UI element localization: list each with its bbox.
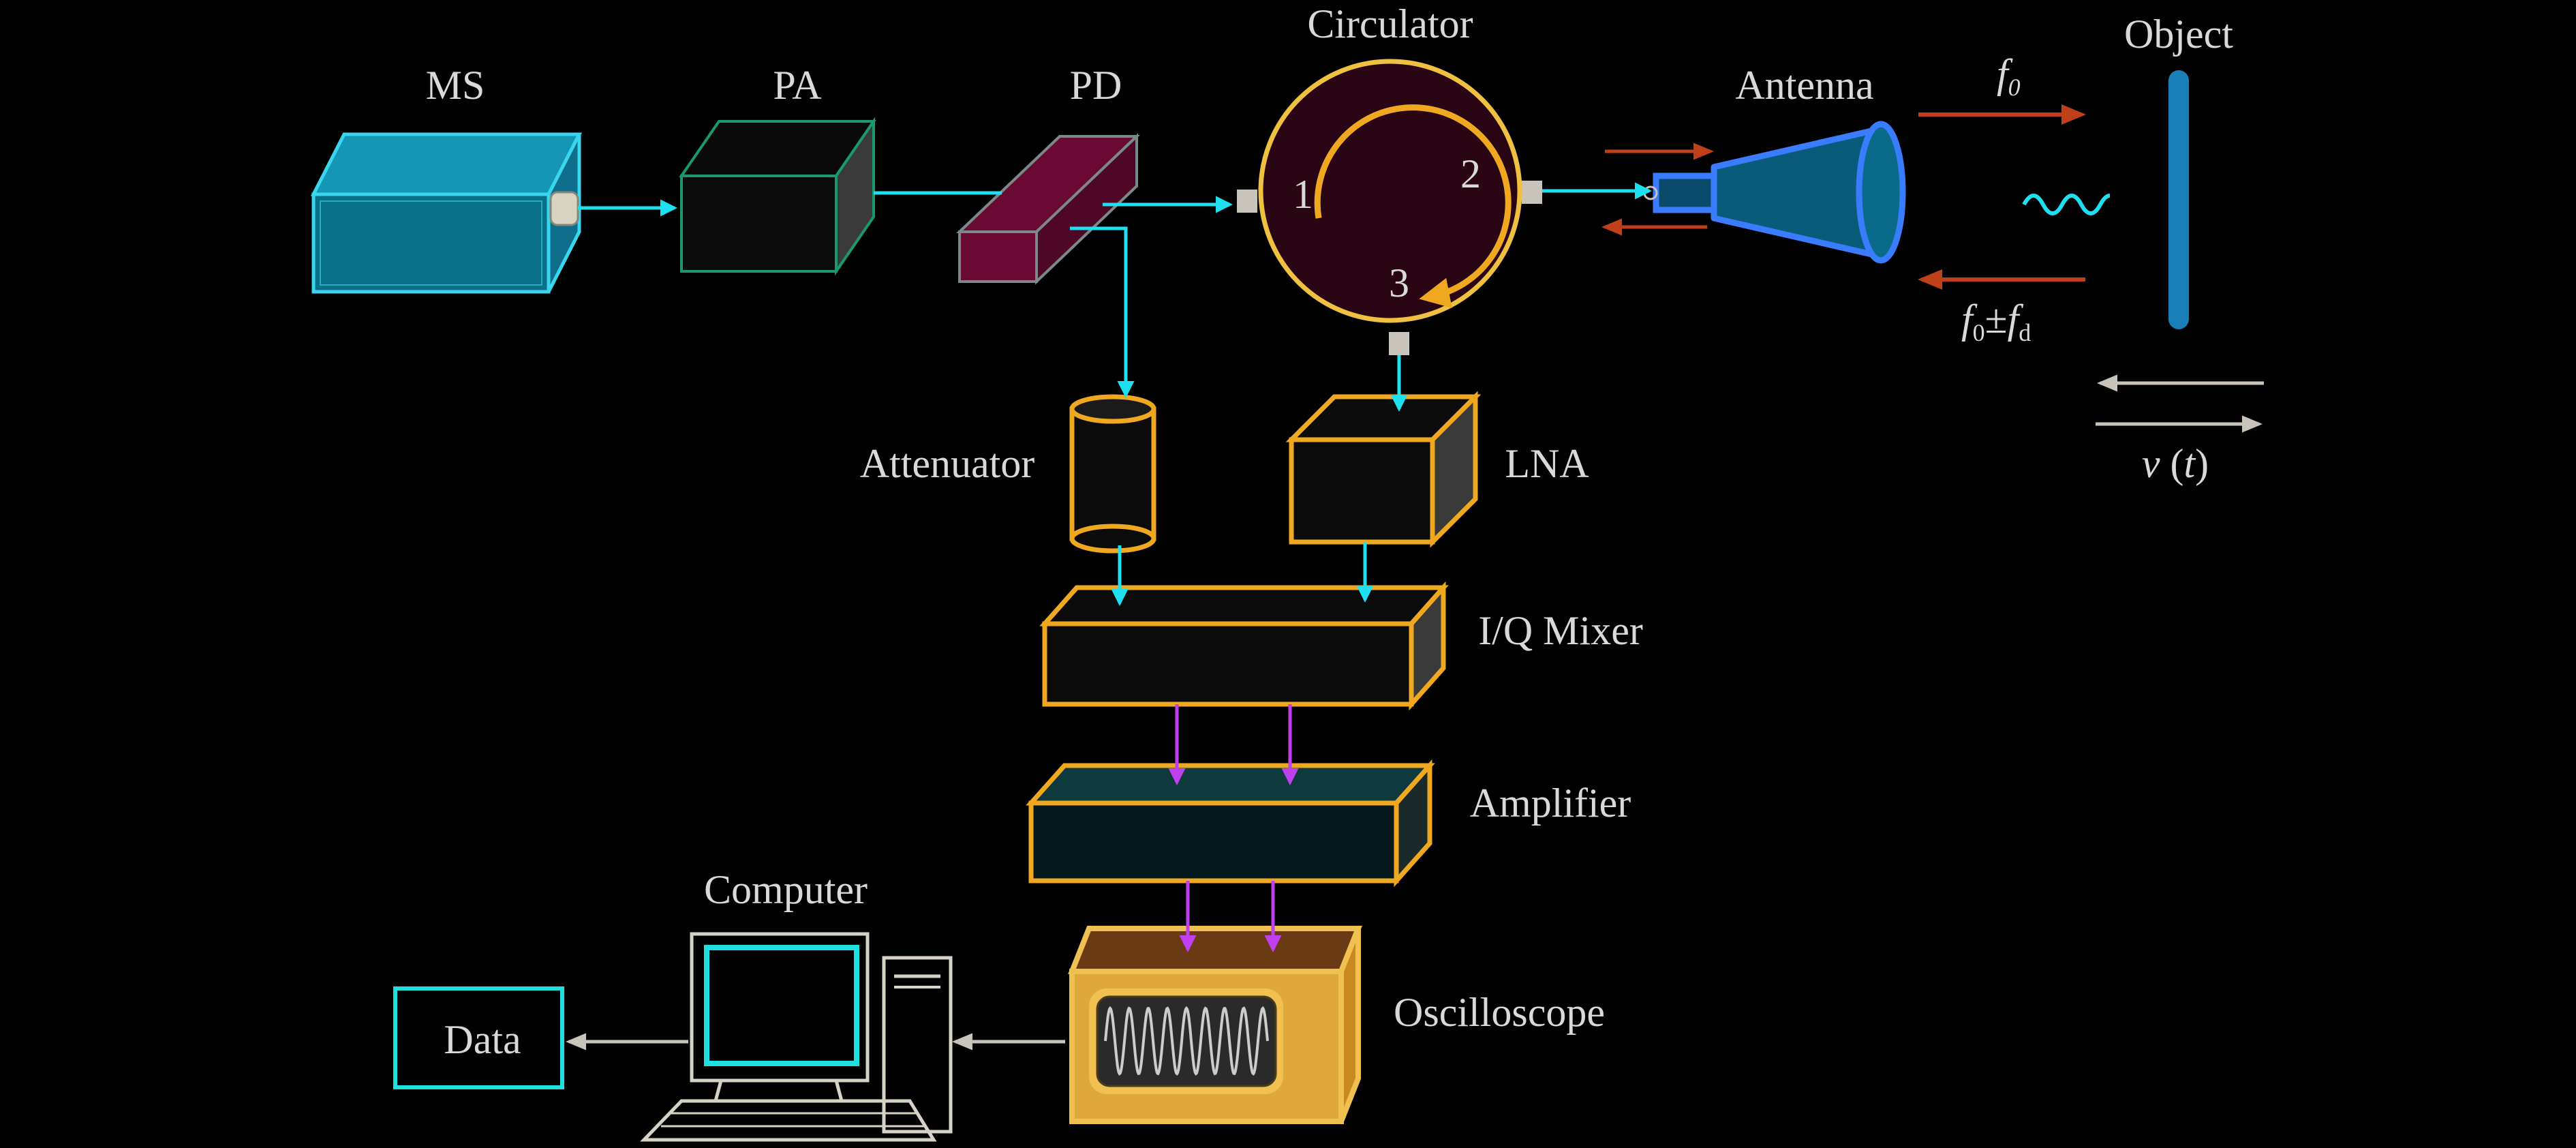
oscilloscope-label: Oscilloscope <box>1394 990 1605 1035</box>
pd-label: PD <box>1070 63 1122 108</box>
circulator-port-2-connector <box>1522 181 1542 204</box>
ms-box <box>310 132 583 294</box>
computer-tower <box>882 956 953 1134</box>
computer-monitor <box>690 932 870 1083</box>
circulator-port-1: 1 <box>1293 172 1313 217</box>
data-label: Data <box>444 1017 521 1062</box>
tx-f-subscript: 0 <box>2008 74 2021 101</box>
tx-frequency-label: f0 <box>1997 51 2021 101</box>
circulator <box>1237 59 1542 355</box>
circulator-port-1-connector <box>1237 190 1257 213</box>
doppler-subscript: d <box>2019 319 2031 346</box>
iq-mixer-label: I/Q Mixer <box>1478 608 1643 653</box>
circulator-label: Circulator <box>1307 1 1473 46</box>
pa-box <box>679 117 876 276</box>
data-box <box>393 986 564 1089</box>
pd-box <box>956 133 1140 285</box>
computer <box>640 932 953 1142</box>
circulator-port-2: 2 <box>1460 151 1481 196</box>
velocity-t: t <box>2183 441 2196 486</box>
circulator-port-3: 3 <box>1389 260 1409 305</box>
computer-screen <box>704 945 859 1066</box>
circulator-port-3-connector <box>1389 332 1409 355</box>
computer-label: Computer <box>704 867 868 912</box>
oscilloscope <box>1068 926 1362 1124</box>
antenna <box>1643 121 1906 264</box>
lna-box <box>1285 391 1482 548</box>
iq-mixer-box <box>1039 581 1449 711</box>
amplifier-label: Amplifier <box>1470 781 1631 826</box>
lna-label: LNA <box>1505 441 1589 486</box>
amplifier-box <box>1026 759 1435 888</box>
velocity-v: v <box>2142 441 2160 486</box>
antenna-label: Antenna <box>1735 63 1873 108</box>
arrow-pd-to-attenuator <box>1070 226 1135 399</box>
object-label: Object <box>2124 12 2233 57</box>
keyboard <box>640 1099 937 1142</box>
rx-frequency-label: f0±fd <box>1961 297 2031 346</box>
oscilloscope-trace <box>1104 1006 1269 1076</box>
wave-icon <box>2022 194 2111 215</box>
attenuator <box>1069 394 1156 554</box>
plus-minus-symbol: ± <box>1985 297 2008 342</box>
pa-label: PA <box>773 63 821 108</box>
ms-label: MS <box>426 63 485 108</box>
rx-f-subscript: 0 <box>1973 319 1985 346</box>
velocity-label: v (t) <box>2142 441 2209 486</box>
attenuator-label: Attenuator <box>860 441 1035 486</box>
